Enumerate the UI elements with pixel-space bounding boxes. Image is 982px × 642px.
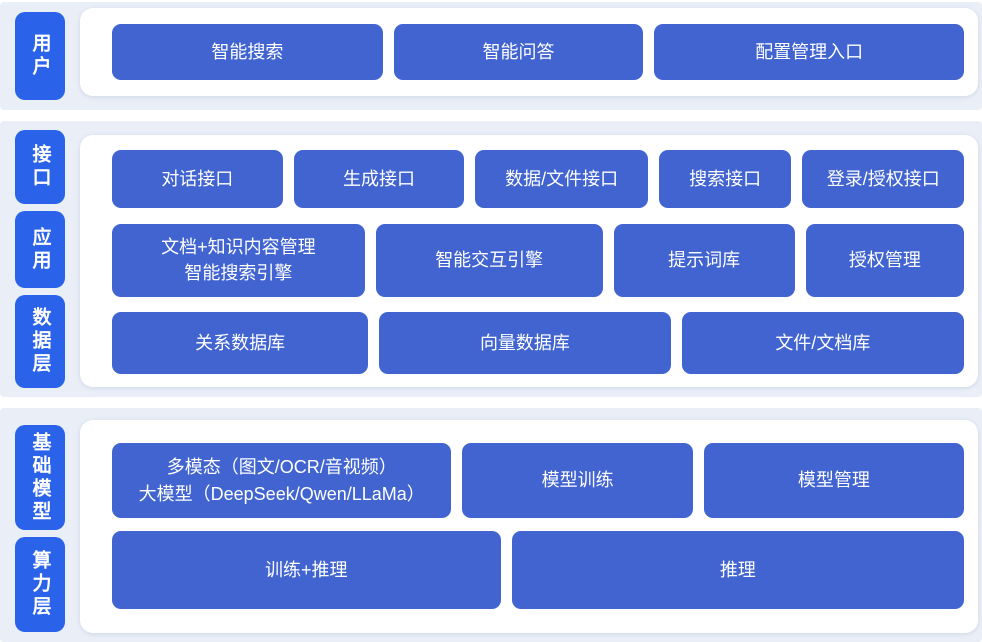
node-line: 文档+知识内容管理 (161, 236, 316, 257)
node-search-api: 搜索接口 (658, 150, 792, 208)
bottom-label-column: 基础模型 算力层 (0, 408, 80, 642)
node-smart-search: 智能搜索 (112, 24, 383, 80)
layer-label-interface: 接口 (15, 130, 65, 204)
node-relational-database: 关系数据库 (112, 312, 369, 374)
layer-label-compute-layer: 算力层 (15, 537, 65, 632)
node-authorization-management: 授权管理 (805, 223, 964, 297)
layer-label-user: 用户 (15, 12, 65, 100)
node-line: 大模型（DeepSeek/Qwen/LLaMa） (138, 483, 425, 504)
application-row: 文档+知识内容管理 智能搜索引擎 智能交互引擎 提示词库 授权管理 (112, 223, 964, 297)
node-doc-knowledge-search-engine: 文档+知识内容管理 智能搜索引擎 (112, 223, 365, 297)
node-interaction-engine: 智能交互引擎 (375, 223, 603, 297)
node-generation-api: 生成接口 (293, 150, 465, 208)
node-smart-qa: 智能问答 (393, 24, 644, 80)
interface-row: 对话接口 生成接口 数据/文件接口 搜索接口 登录/授权接口 (112, 150, 964, 208)
bottom-panel: 多模态（图文/OCR/音视频） 大模型（DeepSeek/Qwen/LLaMa）… (80, 420, 978, 633)
band-user-layer: 用户 智能搜索 智能问答 配置管理入口 (0, 2, 982, 110)
node-model-management: 模型管理 (703, 443, 964, 518)
compute-layer-row: 训练+推理 推理 (112, 531, 964, 609)
middle-panel: 对话接口 生成接口 数据/文件接口 搜索接口 登录/授权接口 文档+知识内容管理… (80, 135, 978, 387)
node-line: 多模态（图文/OCR/音视频） (166, 457, 397, 478)
node-config-management-entry: 配置管理入口 (654, 24, 964, 80)
node-data-file-api: 数据/文件接口 (475, 150, 648, 208)
node-vector-database: 向量数据库 (379, 312, 671, 374)
layer-label-foundation-model: 基础模型 (15, 425, 65, 530)
node-model-training: 模型训练 (462, 443, 693, 518)
node-training-plus-inference: 训练+推理 (112, 531, 501, 609)
node-prompt-library: 提示词库 (613, 223, 795, 297)
node-login-auth-api: 登录/授权接口 (802, 150, 964, 208)
node-line: 智能搜索引擎 (184, 263, 293, 283)
middle-label-column: 接口 应用 数据层 (0, 121, 80, 397)
layer-label-data-layer: 数据层 (15, 295, 65, 388)
user-layer-row: 智能搜索 智能问答 配置管理入口 (112, 24, 964, 80)
node-file-document-store: 文件/文档库 (681, 312, 964, 374)
data-layer-row: 关系数据库 向量数据库 文件/文档库 (112, 312, 964, 374)
user-layer-panel: 智能搜索 智能问答 配置管理入口 (80, 8, 978, 96)
node-dialog-api: 对话接口 (112, 150, 283, 208)
node-inference: 推理 (511, 531, 964, 609)
foundation-model-row: 多模态（图文/OCR/音视频） 大模型（DeepSeek/Qwen/LLaMa）… (112, 443, 964, 518)
node-multimodal-llm: 多模态（图文/OCR/音视频） 大模型（DeepSeek/Qwen/LLaMa） (112, 443, 452, 518)
band-foundation-compute: 基础模型 算力层 多模态（图文/OCR/音视频） 大模型（DeepSeek/Qw… (0, 408, 982, 642)
layer-label-application: 应用 (15, 211, 65, 288)
band-interface-app-data: 接口 应用 数据层 对话接口 生成接口 数据/文件接口 搜索接口 登录/授权接口… (0, 121, 982, 397)
user-layer-label-column: 用户 (0, 2, 80, 110)
